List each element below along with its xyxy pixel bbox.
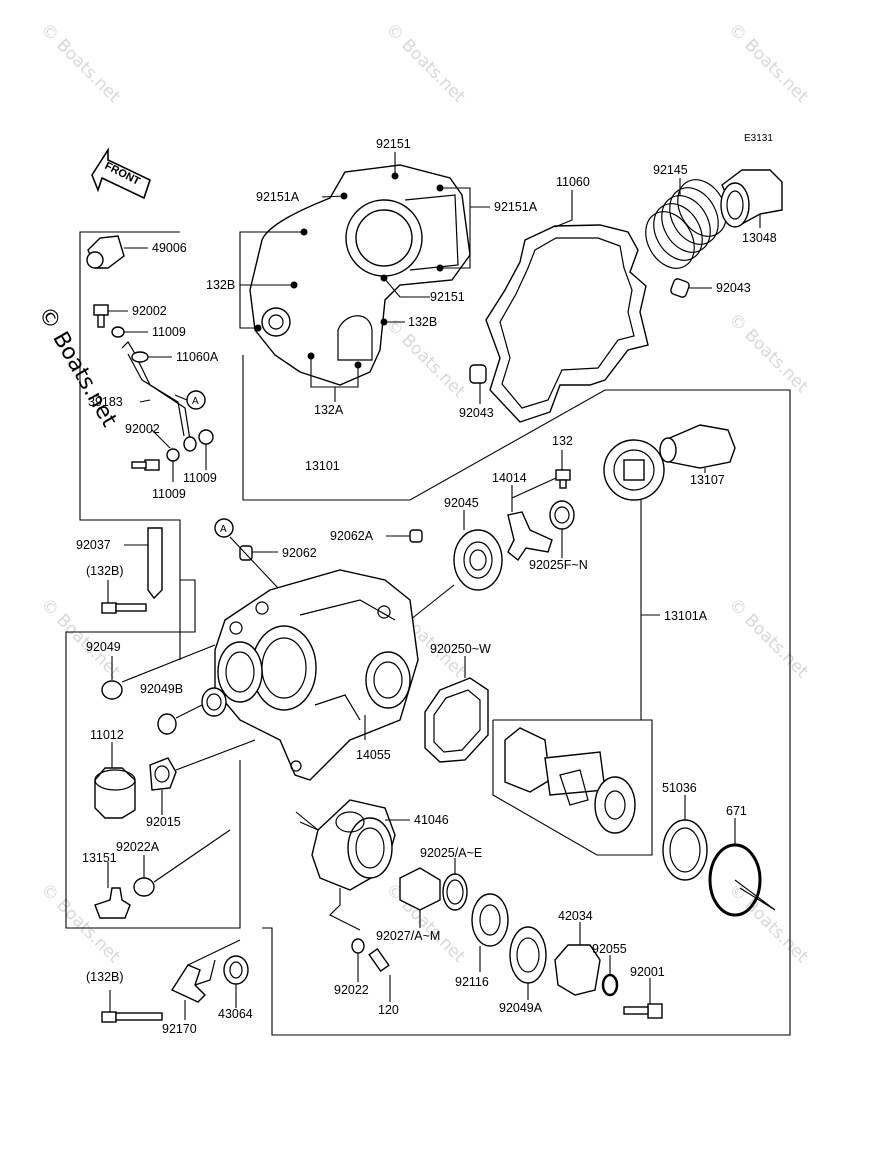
part-92116: 92116 [455,975,489,989]
gearcase-housing [214,569,419,781]
part-13151: 13151 [82,851,117,865]
part-132B-d: (132B) [86,970,124,984]
part-92055: 92055 [592,942,627,956]
callout-a-lower: A [220,524,227,535]
part-92151-mid: 92151 [430,290,465,304]
diagram-code: E3131 [744,133,773,144]
part-920250-W: 920250~W [430,642,491,656]
bottom-left-parts [101,938,391,1023]
pinion-gear-assembly [504,727,636,834]
part-92145: 92145 [653,163,688,177]
part-11060A: 11060A [176,350,219,364]
part-41046: 41046 [414,813,449,827]
gearcase-cover [249,164,471,386]
part-14055: 14055 [356,748,391,762]
part-92062: 92062 [282,546,317,560]
part-92002-a: 92002 [132,304,167,318]
front-arrow-icon: FRONT [91,147,151,200]
callout-a-upper: A [192,396,199,407]
watermark: © Boats.net [724,594,812,682]
part-92022A: 92022A [116,840,160,854]
part-92043-b: 92043 [459,406,494,420]
part-14014: 14014 [492,471,527,485]
part-11009-c: 11009 [183,471,217,485]
spring [645,178,727,269]
housing-gasket [424,656,489,763]
part-13048: 13048 [742,231,777,245]
part-132: 132 [552,434,573,448]
part-92025F-N: 92025F~N [529,558,588,572]
breather-assembly: A [86,235,214,482]
watermark: © Boats.net [724,879,812,967]
part-92022: 92022 [334,983,369,997]
part-92151A-left: 92151A [256,190,300,204]
seal-and-oring [662,795,776,917]
part-13107: 13107 [690,473,725,487]
part-43064: 43064 [218,1007,253,1021]
watermark: © Boats.net [724,19,812,107]
part-92002-b: 92002 [125,422,160,436]
part-92045: 92045 [444,496,479,510]
dowel-pins [469,278,712,404]
part-132B-b: 132B [408,315,437,329]
part-92049A: 92049A [499,1001,543,1015]
part-92062A: 92062A [330,529,374,543]
sleeve-gear [720,169,783,228]
part-120: 120 [378,1003,399,1017]
part-11009-a: 11009 [152,325,186,339]
part-42034: 42034 [558,909,593,923]
part-92015: 92015 [146,815,181,829]
bearing-housing [295,799,410,931]
part-92027-A-M: 92027/A~M [376,929,440,943]
watermark: © Boats.net [381,19,469,107]
plate-bolt [507,450,575,562]
part-11060: 11060 [556,175,590,189]
part-92151-top: 92151 [376,137,411,151]
shaft-components [399,858,663,1019]
part-11009-b: 11009 [152,487,186,501]
part-labels: 92151 92151A 92151A 92151 132B 132B 132A… [76,137,777,1036]
part-132A: 132A [314,403,344,417]
bearing-92045 [409,510,503,621]
part-39183: 39183 [88,395,123,409]
watermark-dark: © Boats.net [33,303,122,432]
leaders-cover [239,152,490,402]
watermark: © Boats.net [36,19,124,107]
part-92049: 92049 [86,640,121,654]
part-13101: 13101 [305,459,340,473]
dowels-small: A [214,518,423,589]
part-671: 671 [726,804,747,818]
part-92151A-right: 92151A [494,200,538,214]
part-92170: 92170 [162,1022,197,1036]
part-92049B: 92049B [140,682,183,696]
part-132B-c: (132B) [86,564,124,578]
gasket [485,190,649,423]
part-92025-A-E: 92025/A~E [420,846,482,860]
drive-gear [603,424,736,616]
part-51036: 51036 [662,781,697,795]
part-49006: 49006 [152,241,187,255]
assembly-frames [65,231,791,1036]
part-92043-a: 92043 [716,281,751,295]
left-lower-parts [94,527,256,919]
part-132B-a: 132B [206,278,235,292]
part-92001: 92001 [630,965,665,979]
part-13101A: 13101A [664,609,708,623]
part-92037: 92037 [76,538,111,552]
watermark: © Boats.net [724,309,812,397]
part-11012: 11012 [90,728,124,742]
